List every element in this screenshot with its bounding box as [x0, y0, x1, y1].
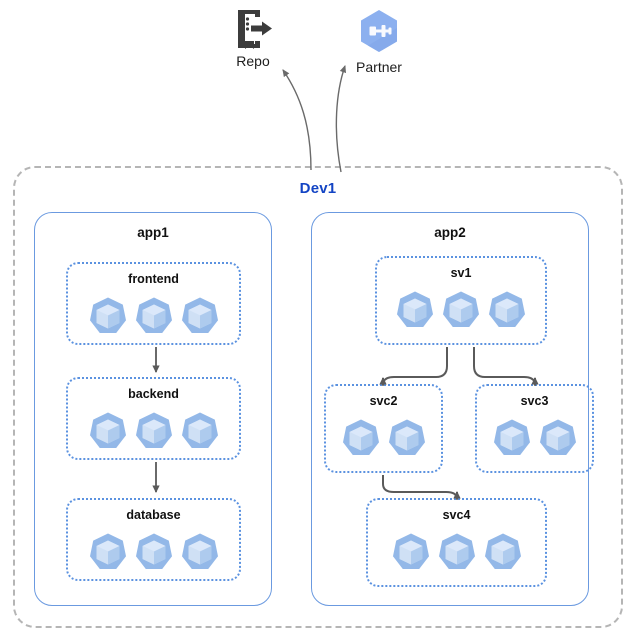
pod-icon[interactable] — [396, 290, 434, 330]
pod-icon[interactable] — [342, 418, 380, 458]
service-group-svc3-title: svc3 — [520, 394, 549, 408]
pod-row-frontend — [68, 296, 239, 336]
service-group-svc4-title: svc4 — [442, 508, 471, 522]
service-group-database[interactable]: database — [66, 498, 241, 581]
service-group-database-title: database — [126, 508, 181, 522]
pod-icon[interactable] — [181, 532, 219, 572]
service-group-svc4[interactable]: svc4 — [366, 498, 547, 587]
service-group-frontend[interactable]: frontend — [66, 262, 241, 345]
partner-hexagon-icon — [361, 10, 397, 52]
pod-icon[interactable] — [442, 290, 480, 330]
edge-dev1-to-partner — [335, 65, 347, 173]
pod-icon[interactable] — [89, 411, 127, 451]
pod-row-database — [68, 532, 239, 572]
external-node-partner[interactable]: Partner — [340, 8, 418, 75]
pod-row-svc4 — [368, 532, 545, 572]
service-group-svc2[interactable]: svc2 — [324, 384, 443, 473]
pod-icon[interactable] — [438, 532, 476, 572]
pod-row-svc2 — [326, 418, 441, 458]
cluster-title: Dev1 — [299, 180, 337, 197]
pod-row-svc3 — [477, 418, 592, 458]
service-group-svc2-title: svc2 — [369, 394, 398, 408]
service-group-backend[interactable]: backend — [66, 377, 241, 460]
repo-export-icon — [238, 10, 272, 49]
service-group-svc3[interactable]: svc3 — [475, 384, 594, 473]
pod-icon[interactable] — [539, 418, 577, 458]
pod-icon[interactable] — [135, 411, 173, 451]
external-node-repo-label: Repo — [236, 53, 270, 69]
pod-icon[interactable] — [89, 532, 127, 572]
service-group-backend-title: backend — [128, 387, 179, 401]
pod-icon[interactable] — [89, 296, 127, 336]
pod-icon[interactable] — [493, 418, 531, 458]
pod-row-backend — [68, 411, 239, 451]
edge-dev1-to-repo — [282, 69, 312, 171]
pod-icon[interactable] — [392, 532, 430, 572]
pod-icon[interactable] — [181, 411, 219, 451]
external-node-repo[interactable]: Repo — [214, 8, 292, 69]
service-group-sv1-title: sv1 — [450, 266, 472, 280]
service-group-frontend-title: frontend — [128, 272, 179, 286]
pod-icon[interactable] — [388, 418, 426, 458]
service-group-sv1[interactable]: sv1 — [375, 256, 547, 345]
pod-icon[interactable] — [488, 290, 526, 330]
app-group-app1-title: app1 — [137, 225, 169, 240]
pod-icon[interactable] — [181, 296, 219, 336]
pod-icon[interactable] — [484, 532, 522, 572]
cluster-dev1[interactable]: Dev1 — [13, 166, 623, 628]
app-group-app1[interactable]: app1 — [34, 212, 272, 606]
app-group-app2-title: app2 — [434, 225, 466, 240]
pod-row-sv1 — [377, 290, 545, 330]
pod-icon[interactable] — [135, 296, 173, 336]
pod-icon[interactable] — [135, 532, 173, 572]
external-node-partner-label: Partner — [356, 59, 402, 75]
app-group-app2[interactable]: app2 — [311, 212, 589, 606]
